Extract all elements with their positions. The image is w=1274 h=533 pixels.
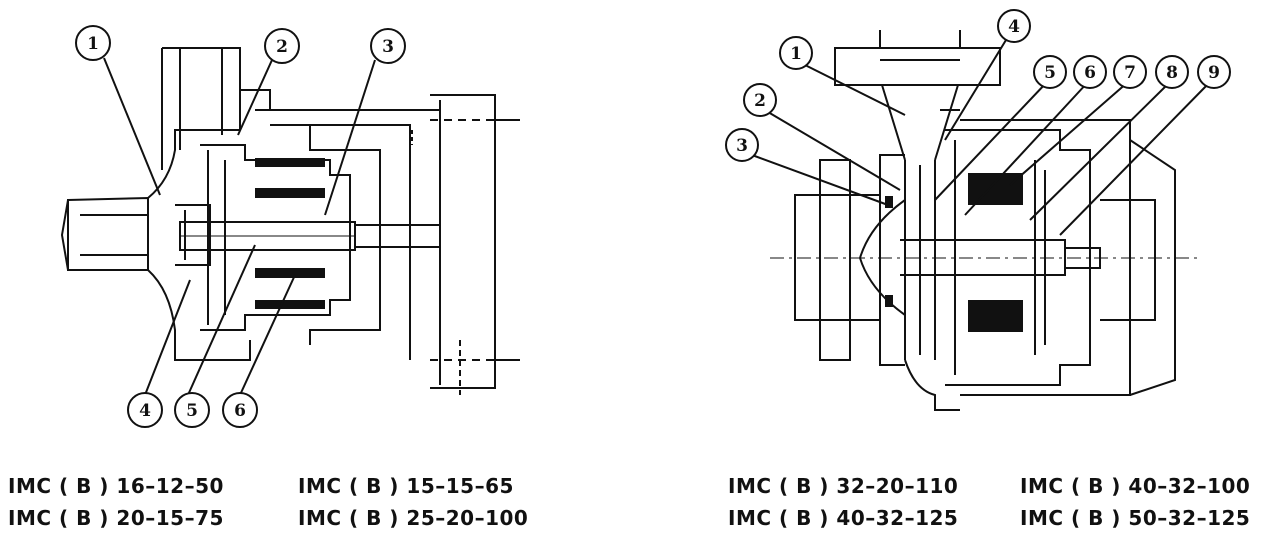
- left-volute-casing: [147, 89, 271, 361]
- svg-text:1: 1: [87, 34, 99, 54]
- svg-text:2: 2: [754, 91, 766, 111]
- right-shaft: [900, 239, 1101, 276]
- callout-8: 8: [1155, 55, 1189, 89]
- model-label: IMC ( B ) 40–32–100: [1020, 474, 1251, 498]
- svg-text:6: 6: [1084, 63, 1096, 83]
- callout-5: 5: [174, 392, 210, 428]
- left-impeller: [175, 204, 211, 266]
- right-outer-housing: [1100, 139, 1176, 396]
- svg-text:3: 3: [382, 37, 394, 57]
- svg-text:8: 8: [1166, 63, 1178, 83]
- right-impeller-cone: [858, 160, 936, 360]
- svg-text:2: 2: [276, 37, 288, 57]
- model-label: IMC ( B ) 16–12–50: [8, 474, 224, 498]
- right-casing: [879, 109, 1131, 411]
- callout-3: 3: [370, 28, 406, 64]
- left-inner-casing: [200, 109, 441, 380]
- svg-text:5: 5: [186, 401, 198, 421]
- svg-text:4: 4: [139, 401, 151, 421]
- model-label: IMC ( B ) 15–15–65: [298, 474, 514, 498]
- callout-4: 4: [127, 392, 163, 428]
- svg-text:4: 4: [1008, 17, 1020, 37]
- model-label: IMC ( B ) 40–32–125: [728, 506, 959, 530]
- model-label: IMC ( B ) 20–15–75: [8, 506, 224, 530]
- model-label: IMC ( B ) 50–32–125: [1020, 506, 1251, 530]
- left-pump-section: [60, 47, 520, 395]
- callout-3: 3: [725, 128, 759, 162]
- svg-text:5: 5: [1044, 63, 1056, 83]
- right-pump-section: [770, 30, 1200, 411]
- right-discharge-flange: [834, 30, 1001, 161]
- left-discharge-pipe: [161, 47, 241, 170]
- callout-7: 7: [1113, 55, 1147, 89]
- callout-6: 6: [222, 392, 258, 428]
- right-callouts: 1 2 3 4 5 6 7 8 9: [725, 9, 1231, 162]
- left-magnets: [255, 158, 325, 309]
- right-leaders: [751, 39, 1211, 236]
- left-callouts: 1 2 3 4 5 6: [75, 25, 406, 428]
- right-magnets: [885, 173, 1023, 332]
- model-label: IMC ( B ) 25–20–100: [298, 506, 529, 530]
- callout-4: 4: [997, 9, 1031, 43]
- left-motor-housing: [430, 94, 520, 389]
- callout-2: 2: [264, 28, 300, 64]
- svg-text:3: 3: [736, 136, 748, 156]
- svg-text:1: 1: [790, 44, 802, 64]
- svg-text:9: 9: [1208, 63, 1220, 83]
- callout-5: 5: [1033, 55, 1067, 89]
- left-leaders: [103, 57, 376, 396]
- model-label: IMC ( B ) 32–20–110: [728, 474, 959, 498]
- right-suction-inlet: [794, 159, 881, 361]
- svg-text:7: 7: [1124, 63, 1136, 83]
- right-inner-can: [945, 129, 1091, 386]
- callout-2: 2: [743, 83, 777, 117]
- callout-1: 1: [779, 36, 813, 70]
- svg-text:6: 6: [234, 401, 246, 421]
- callout-9: 9: [1197, 55, 1231, 89]
- callout-6: 6: [1073, 55, 1107, 89]
- callout-1: 1: [75, 25, 111, 61]
- left-shaft-ext: [355, 224, 441, 248]
- left-suction-inlet: [60, 196, 149, 271]
